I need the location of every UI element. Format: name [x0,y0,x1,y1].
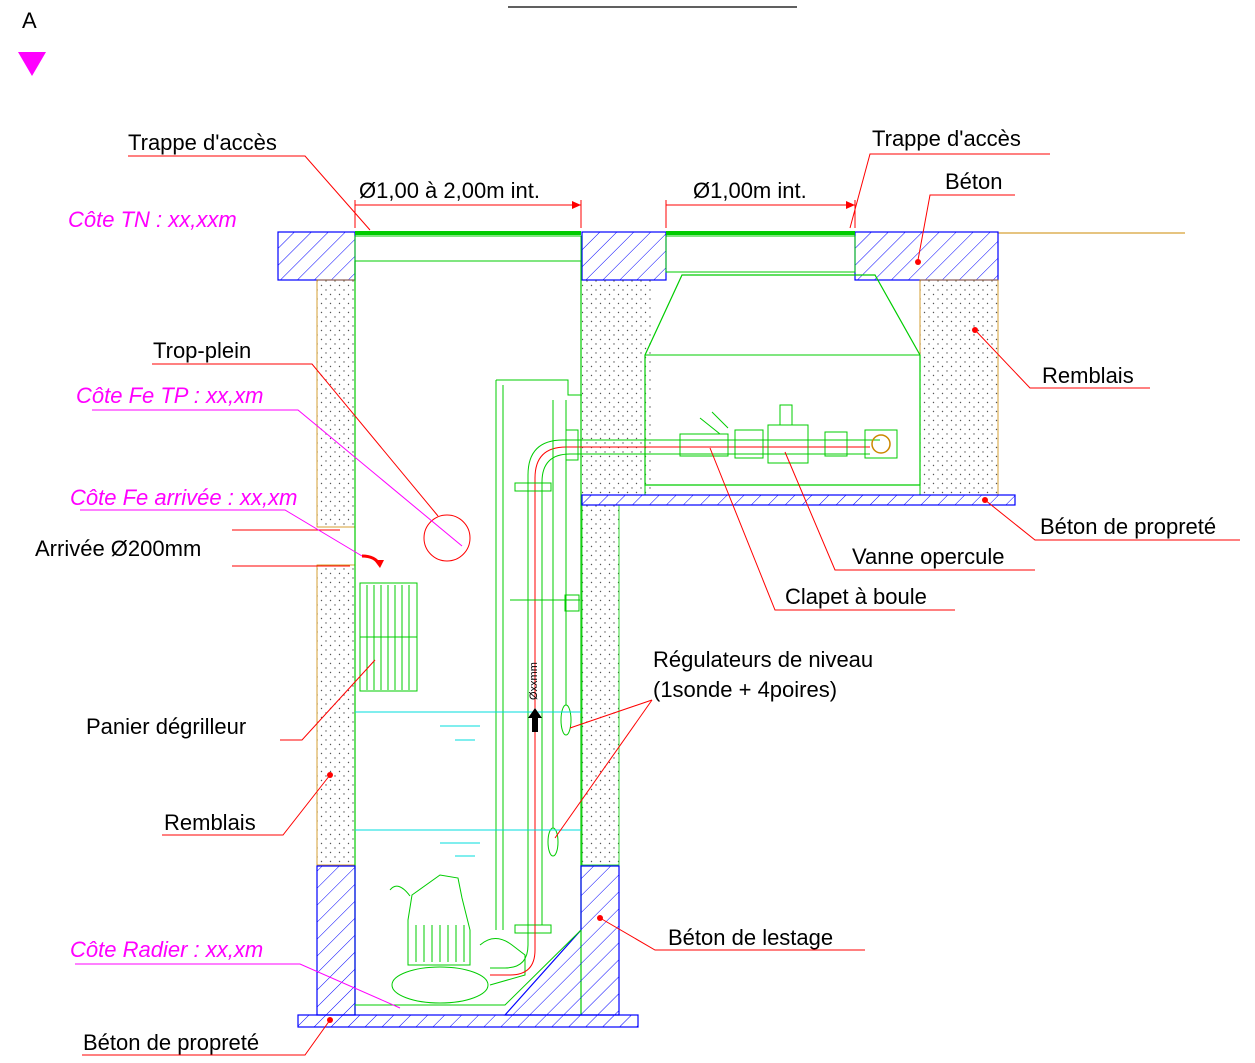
leader-dots [327,259,988,1023]
label-beton-proprete-right: Béton de propreté [1040,514,1216,539]
backfill-mid [582,280,652,495]
ballast-concrete-left [316,865,356,1016]
backfill-left-upper [316,279,356,528]
pipe-clamp-2 [514,924,552,934]
top-slab-left [277,231,356,281]
label-trop-plein: Trop-plein [153,338,251,363]
check-valve-branch [699,417,721,435]
label-cote-radier: Côte Radier : xx,xm [70,937,263,962]
backfill-shaft-right [581,504,620,866]
pump-discharge-bend [490,925,536,976]
gate-valve-flange [767,424,809,464]
label-clapet: Clapet à boule [785,584,927,609]
pipe-diameter-label: Øxxmm [528,662,540,700]
shaft-inner-bottom [355,929,582,1006]
label-cote-tn: Côte TN : xx,xxm [68,207,237,232]
float-switch-upper [560,704,572,736]
check-valve-branch-2 [711,411,729,429]
clean-concrete-right [581,494,1016,506]
pipe-end-circle [871,434,891,454]
gate-valve-body [734,429,764,459]
check-valve-body [679,433,729,457]
inlet-flow-arrowhead [374,560,384,568]
leader-lines [82,153,1240,1056]
magenta-leaders [75,409,463,1009]
bracket-plate [564,594,580,612]
label-regulateurs-1: Régulateurs de niveau [653,647,873,672]
label-remblais-right: Remblais [1042,363,1134,388]
guide-rail-top [496,379,582,396]
float-switch-lower [547,827,559,857]
pipe-clamp-1 [514,482,552,492]
ballast-concrete-right [503,865,620,1016]
label-arrivee: Arrivée Ø200mm [35,536,201,561]
label-trappe-right: Trappe d'accès [872,126,1021,151]
section-marker-triangle [18,52,46,76]
section-marker-label: A [22,8,37,33]
valve-chamber-base [644,484,921,496]
clean-concrete-bottom [297,1014,639,1028]
label-beton-lestage: Béton de lestage [668,925,833,950]
pump-discharge-bend-inner [490,925,529,969]
label-dim-left: Ø1,00 à 2,00m int. [359,178,540,203]
label-panier: Panier dégrilleur [86,714,246,739]
basket-bars [360,585,417,690]
fitting [824,431,848,457]
top-slab-middle [581,231,667,281]
label-remblais-left: Remblais [164,810,256,835]
label-regulateurs-2: (1sonde + 4poires) [653,677,837,702]
overflow-pipe [423,514,471,562]
pipe-end [864,429,898,459]
label-cote-fe-arrivee: Côte Fe arrivée : xx,xm [70,485,297,510]
top-slab-right [854,231,999,281]
discharge-pipe-outer [527,439,880,925]
pipe-flange-wall [565,429,579,461]
flow-arrow [528,708,542,732]
hatch-frame-right [665,235,856,273]
submersible-pump [389,874,526,1004]
label-beton: Béton [945,169,1003,194]
label-vanne: Vanne opercule [852,544,1005,569]
label-dim-right: Ø1,00m int. [693,178,807,203]
discharge-pipe-inner [541,453,870,925]
hatch-frame-left [354,235,582,262]
label-trappe-left: Trappe d'accès [128,130,277,155]
backfill-right [919,279,999,496]
label-cote-fe-tp: Côte Fe TP : xx,xm [76,383,263,408]
label-beton-proprete-bottom: Béton de propreté [83,1030,259,1055]
backfill-left-lower [316,564,356,866]
gate-valve-stem [779,404,793,426]
